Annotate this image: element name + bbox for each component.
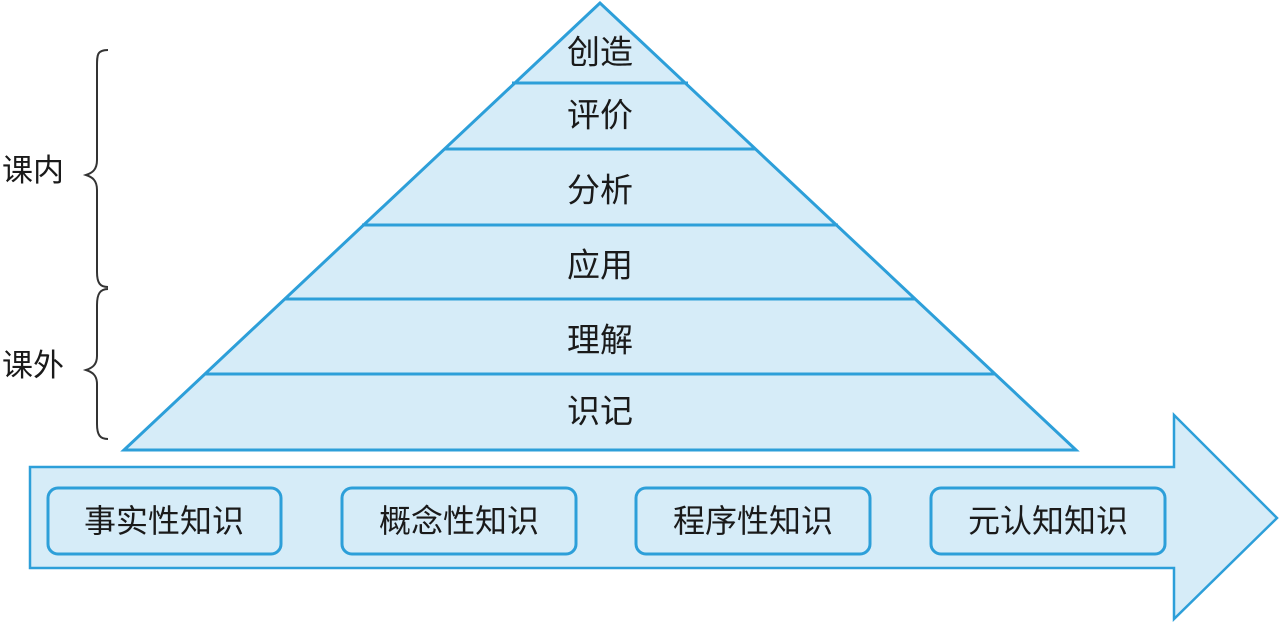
- knowledge-box-label: 程序性知识: [673, 502, 833, 540]
- level-label-evaluate: 评价: [567, 96, 633, 135]
- level-label-create: 创造: [567, 33, 633, 72]
- knowledge-box-label: 事实性知识: [84, 502, 244, 540]
- knowledge-box-factual: 事实性知识: [46, 486, 283, 556]
- knowledge-box-procedural: 程序性知识: [634, 486, 872, 556]
- group-label-outside: 课外: [2, 348, 64, 384]
- level-label-understand: 理解: [567, 321, 633, 360]
- knowledge-box-label: 元认知知识: [968, 502, 1128, 540]
- knowledge-box-metacognitive: 元认知知识: [929, 486, 1167, 556]
- level-label-remember: 识记: [567, 392, 633, 431]
- knowledge-box-conceptual: 概念性知识: [340, 486, 578, 556]
- group-label-inside: 课内: [2, 153, 64, 189]
- level-label-analyze: 分析: [567, 171, 633, 210]
- knowledge-box-label: 概念性知识: [379, 502, 539, 540]
- level-label-apply: 应用: [567, 246, 633, 285]
- bracket-outside: [82, 288, 109, 440]
- bracket-inside: [82, 49, 109, 288]
